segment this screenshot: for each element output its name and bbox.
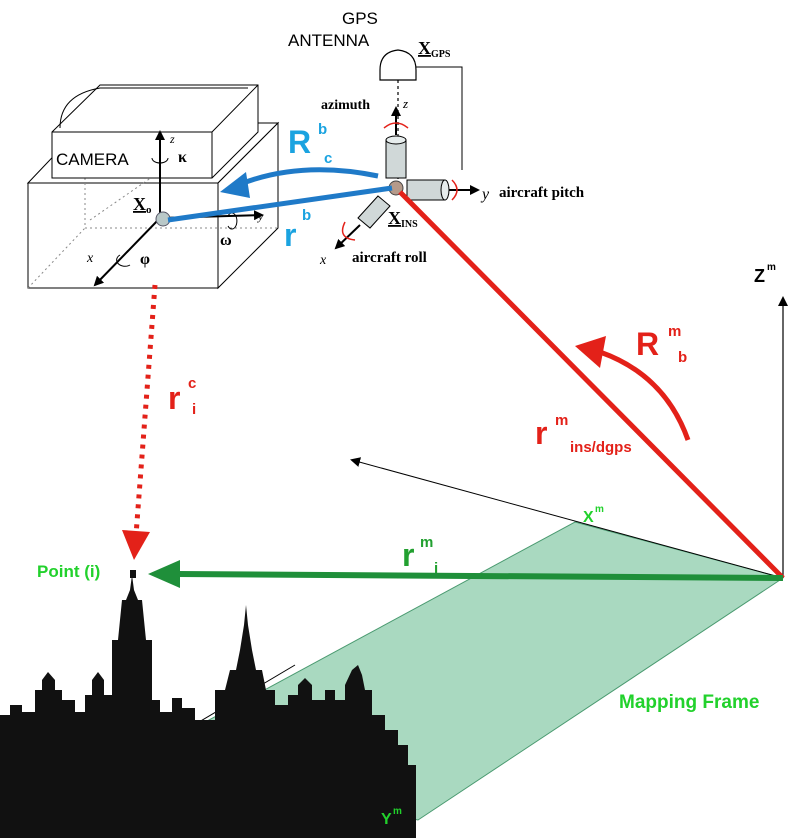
azimuth-label: azimuth	[321, 98, 370, 113]
r-m-i-label: r m i	[402, 534, 438, 577]
aircraft-roll-label: aircraft roll	[352, 250, 427, 266]
R-b-c-arrow	[237, 167, 379, 188]
ins-z-label: z	[402, 96, 408, 111]
phi-rotation-icon	[116, 254, 131, 267]
R-m-b-arrow	[599, 349, 691, 441]
camera-y-label: y	[257, 209, 264, 223]
omega-label: ω	[220, 232, 232, 249]
phi-label: φ	[140, 251, 150, 268]
R-m-b-label: R m b	[636, 323, 687, 366]
camera-x-label: x	[86, 251, 94, 266]
R-b-c-arrowhead	[220, 172, 250, 198]
camera-x-axis	[93, 217, 161, 287]
ins-x-label: x	[319, 253, 327, 268]
roll-rotation-icon	[341, 221, 356, 241]
spire-marker	[130, 570, 136, 578]
r-c-i-arrowhead	[122, 530, 150, 560]
city-silhouette	[0, 575, 416, 838]
x-gps-label: XGPS	[418, 38, 451, 60]
r-c-i-vector	[133, 284, 158, 536]
ins-y-label: y	[480, 186, 490, 203]
r-m-i-arrowhead	[148, 560, 180, 588]
gps-lever-bracket	[416, 66, 463, 170]
aircraft-pitch-label: aircraft pitch	[499, 185, 585, 201]
Z-m-label: Z m	[754, 262, 776, 286]
x-ins-label: XINS	[388, 208, 418, 230]
r-m-ins-label: r m ins/dgps	[535, 412, 632, 456]
r-c-i-label: r c i	[168, 375, 201, 418]
ins-unit	[357, 135, 450, 229]
gps-antenna-icon	[379, 49, 417, 81]
pitch-rotation-icon	[451, 179, 458, 201]
kappa-label: κ	[178, 149, 187, 166]
r-b-label: r b	[284, 207, 311, 253]
r-b-vector	[167, 185, 393, 223]
camera-z-label: z	[169, 132, 175, 146]
gps-label-line2: ANTENNA	[288, 31, 370, 50]
r-m-ins-vector	[398, 190, 785, 580]
kappa-rotation-icon	[151, 157, 169, 164]
gps-label-line1: GPS	[342, 9, 378, 28]
azimuth-rotation-icon	[383, 122, 409, 129]
mapping-x-axis-line	[350, 457, 784, 579]
R-m-b-arrowhead	[575, 336, 606, 368]
X-m-label: X m	[583, 504, 604, 526]
R-b-c-label: R b c	[288, 121, 332, 167]
r-m-i-vector	[177, 571, 784, 581]
x-o-label: Xo	[133, 194, 152, 216]
point-i-label: Point (i)	[37, 562, 100, 581]
Y-m-label: Y m	[381, 806, 402, 828]
mapping-frame-label: Mapping Frame	[619, 692, 759, 713]
ins-x-axis	[334, 224, 361, 250]
camera-label: CAMERA	[56, 150, 129, 169]
